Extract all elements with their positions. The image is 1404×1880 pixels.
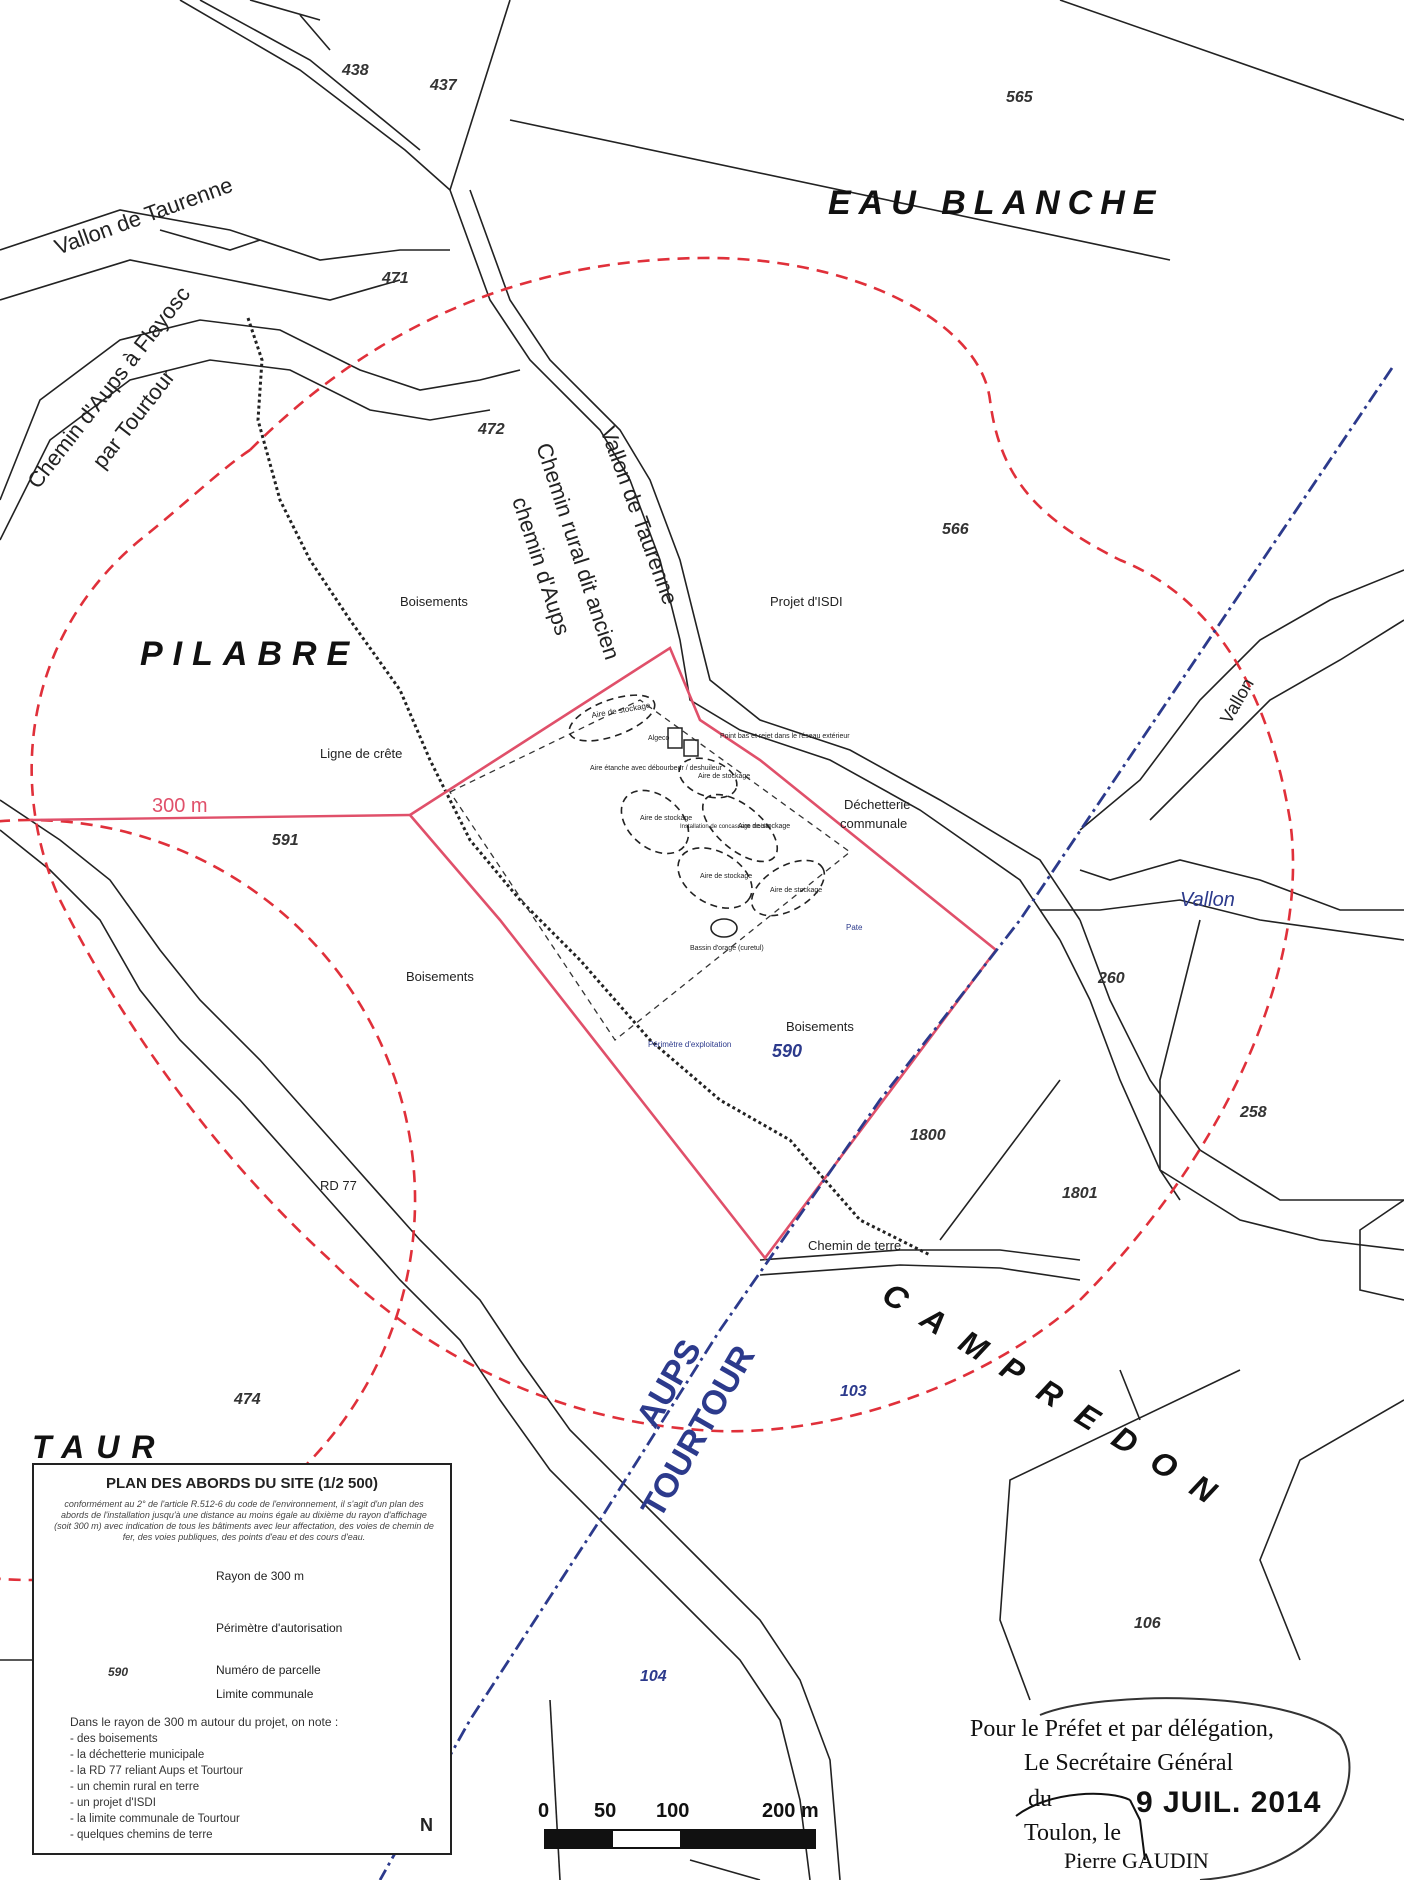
parcel-106: 106 <box>1134 1615 1161 1632</box>
label-bassin: Bassin d'orage (curetul) <box>690 945 764 952</box>
place-eau-blanche: EAU BLANCHE <box>828 184 1163 222</box>
place-campredon: CAMPREDON <box>876 1275 1241 1522</box>
label-pont-bascule: Point bas et rejet dans le réseau extéri… <box>720 733 850 740</box>
parcel-474: 474 <box>233 1391 261 1408</box>
label-pate: Pate <box>846 923 863 932</box>
road-vallon-taurenne-2: Vallon de Taurenne <box>595 423 683 608</box>
radius-300m-ne <box>30 256 1295 1433</box>
scale-label-100: 100 <box>656 1800 690 1822</box>
parcel-1801: 1801 <box>1062 1185 1098 1202</box>
north-label: N <box>420 1815 433 1835</box>
parcel-590: 590 <box>772 1041 802 1061</box>
parcel-472: 472 <box>477 421 505 438</box>
legend-notes: Dans le rayon de 300 m autour du projet,… <box>70 1715 338 1843</box>
label-aire-stockage-2: Aire de stockage <box>698 773 750 780</box>
stamp-line-4: Toulon, le <box>1024 1820 1121 1846</box>
radius-300m <box>0 818 417 1582</box>
label-aire-stockage-5: Aire de stockage <box>700 873 752 880</box>
legend-limit-label: Limite communale <box>216 1687 314 1701</box>
legend-note-item: - quelques chemins de terre <box>70 1829 213 1841</box>
feature-labels: Boisements Boisements Boisements Projet … <box>152 594 910 1049</box>
stamp-signer: Pierre GAUDIN <box>1064 1848 1209 1873</box>
legend-note-item: - la limite communale de Tourtour <box>70 1813 240 1825</box>
label-decheterie-2: communale <box>840 816 907 831</box>
road-rd77: RD 77 <box>320 1178 357 1193</box>
label-decheterie-1: Déchetterie <box>844 797 910 812</box>
legend-note-item: - un chemin rural en terre <box>70 1781 200 1793</box>
label-boisements-2: Boisements <box>406 969 474 984</box>
label-aire-stockage-3: Aire de stockage <box>640 815 692 822</box>
label-aire-stockage-6: Aire de stockage <box>770 887 822 894</box>
stamp-circle <box>1039 1697 1351 1880</box>
stamp-line-2: Le Secrétaire Général <box>1024 1750 1234 1776</box>
stamp-date: 9 JUIL. 2014 <box>1136 1786 1322 1819</box>
authorisation-perimeter <box>408 646 998 1261</box>
stamp-line-1: Pour le Préfet et par délégation, <box>970 1716 1274 1742</box>
parcel-numbers: 438 437 565 471 472 566 591 590 260 258 … <box>233 62 1267 1685</box>
label-boisements-1: Boisements <box>400 594 468 609</box>
legend: PLAN DES ABORDS DU SITE (1/2 500) confor… <box>32 1463 452 1855</box>
parcel-565: 565 <box>1006 89 1034 106</box>
parcel-591: 591 <box>272 832 299 849</box>
label-algeco: Algeco <box>648 735 670 742</box>
radius-line <box>29 813 411 822</box>
legend-perimeter-label: Périmètre d'autorisation <box>216 1621 343 1635</box>
road-vallon-2: Vallon <box>1180 889 1235 911</box>
road-labels: Vallon de Taurenne Chemin d'Aups à Flayo… <box>22 172 1258 1253</box>
legend-title: PLAN DES ABORDS DU SITE (1/2 500) <box>106 1475 378 1492</box>
legend-note-item: - la déchetterie municipale <box>70 1749 205 1761</box>
legend-note-item: - un projet d'ISDI <box>70 1797 156 1809</box>
scale-label-200m: 200 m <box>762 1800 819 1822</box>
label-projet-isdi: Projet d'ISDI <box>770 594 843 609</box>
parcel-566: 566 <box>942 521 969 538</box>
label-300m: 300 m <box>152 795 208 817</box>
legend-parcel-sample: 590 <box>108 1665 129 1679</box>
signature <box>1015 1792 1146 1861</box>
label-aire-stockage-4: Aire de stockage <box>738 823 790 830</box>
label-perimetre-exploitation: Périmètre d'exploitation <box>648 1040 731 1049</box>
scale-bar <box>544 1829 816 1849</box>
crest-line <box>246 317 931 1257</box>
legend-radius-label: Rayon de 300 m <box>216 1569 305 1583</box>
communal-limit <box>378 367 1394 1880</box>
legend-note-item: - des boisements <box>70 1733 158 1745</box>
parcel-104: 104 <box>640 1668 667 1685</box>
legend-note-intro: Dans le rayon de 300 m autour du projet,… <box>70 1715 339 1729</box>
place-pilabre: PILABRE <box>140 635 359 673</box>
scale-label-0: 0 <box>538 1800 550 1822</box>
legend-subtitle: conformément au 2° de l'article R.512-6 … <box>54 1499 434 1542</box>
bassin <box>710 918 738 938</box>
exploitation-perimeter <box>449 699 852 1041</box>
road-vallon-taurenne-1: Vallon de Taurenne <box>51 172 236 260</box>
storage-areas <box>568 694 826 917</box>
place-taur: TAUR <box>32 1429 167 1465</box>
algeco <box>667 727 683 749</box>
label-aire-etanche: Aire étanche avec débourbeur / deshuileu… <box>590 765 723 772</box>
label-installation: Installation de concassage mobile <box>680 824 771 830</box>
label-ligne-crete: Ligne de crête <box>320 746 402 761</box>
pont <box>683 739 699 757</box>
parcel-437: 437 <box>429 77 458 94</box>
legend-parcel-label: Numéro de parcelle <box>216 1663 321 1677</box>
label-boisements-3: Boisements <box>786 1019 854 1034</box>
parcel-471: 471 <box>381 270 409 287</box>
parcel-438: 438 <box>341 62 369 79</box>
legend-note-item: - la RD 77 reliant Aups et Tourtour <box>70 1765 244 1777</box>
stamp-line-3: du <box>1028 1786 1052 1812</box>
parcel-260: 260 <box>1097 970 1125 987</box>
parcel-103: 103 <box>840 1383 867 1400</box>
road-chemin-terre: Chemin de terre <box>808 1238 901 1253</box>
parcel-258: 258 <box>1239 1104 1267 1121</box>
scale-label-50: 50 <box>594 1800 617 1822</box>
parcel-1800: 1800 <box>910 1127 946 1144</box>
